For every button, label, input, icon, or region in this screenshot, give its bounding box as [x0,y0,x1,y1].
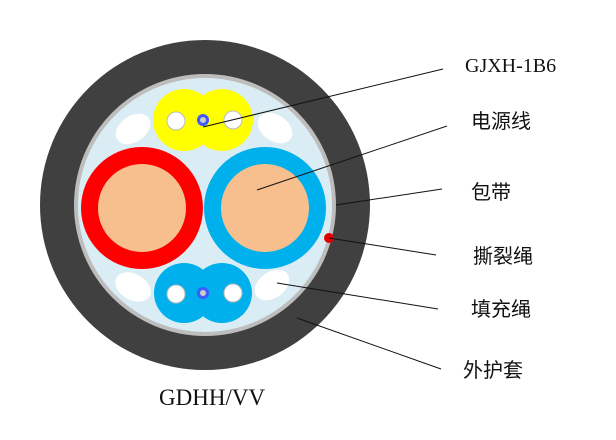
leader-line [335,188,443,206]
filler-rope [115,113,151,145]
label-wrapping-tape: 包带 [471,182,511,204]
leader-line [202,68,444,128]
label-rip-cord: 撕裂绳 [473,246,533,268]
label-power-line: 电源线 [471,111,531,133]
leader-line [328,237,437,256]
leader-line [276,282,439,310]
leader-line [296,317,442,370]
filler-rope [257,112,293,144]
label-outer-sheath: 外护套 [463,360,523,382]
model-caption: GDHH/VV [159,385,266,410]
label-filler-rope: 填充绳 [471,299,531,321]
fiber-unit-blue [154,263,252,323]
power-conductor-blue [204,147,326,269]
label-fiber-unit: GJXH-1B6 [465,55,557,77]
power-conductor-red [81,147,203,269]
fiber-unit-yellow [153,89,253,151]
leader-lines [202,68,448,370]
leader-line [256,125,448,191]
filler-rope [115,272,151,302]
filler-ropes [115,112,293,302]
filler-rope [254,269,290,301]
